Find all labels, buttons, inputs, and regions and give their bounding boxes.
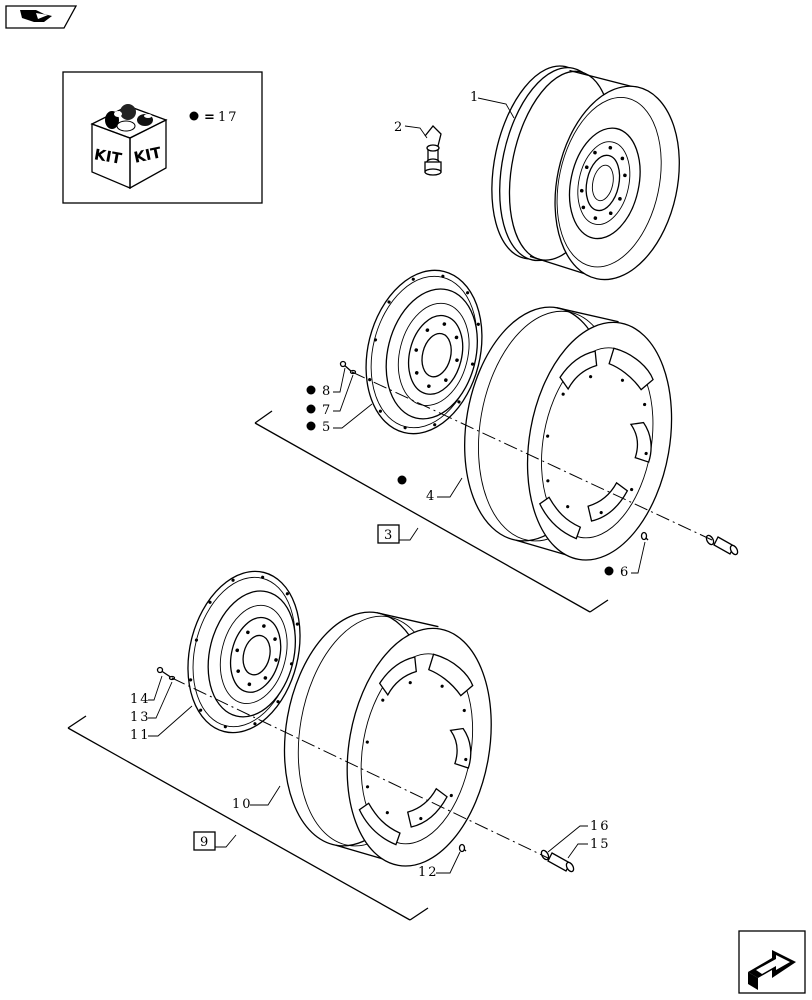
svg-text:14: 14 bbox=[130, 692, 151, 707]
next-nav-button[interactable] bbox=[738, 930, 806, 994]
kit-legend: KIT KIT = 17 bbox=[62, 71, 263, 204]
centre-disc-11 bbox=[187, 570, 301, 734]
callout-15: 15 bbox=[567, 837, 611, 859]
back-tab-button[interactable] bbox=[5, 5, 78, 29]
svg-text:2: 2 bbox=[394, 120, 404, 135]
svg-text:1: 1 bbox=[470, 90, 480, 105]
bolt-12 bbox=[458, 843, 467, 853]
callout-1: 1 bbox=[470, 90, 480, 105]
wheel-bolt-set-3 bbox=[705, 534, 739, 556]
svg-text:4: 4 bbox=[426, 489, 436, 504]
leader-1 bbox=[477, 97, 515, 119]
centre-disc-5 bbox=[365, 269, 483, 435]
group-3-bracket bbox=[254, 410, 609, 613]
callout-14: 14 bbox=[130, 675, 163, 707]
group-9-bracket bbox=[67, 715, 429, 921]
back-arrow-icon bbox=[20, 10, 52, 22]
callout-10: 10 bbox=[232, 785, 281, 812]
callout-16: 16 bbox=[547, 819, 611, 853]
svg-text:6: 6 bbox=[620, 565, 630, 580]
callout-7: 7 bbox=[306, 374, 354, 418]
callout-2: 2 bbox=[394, 120, 404, 135]
axis-line-3 bbox=[351, 371, 713, 541]
rim-4 bbox=[464, 306, 673, 561]
svg-text:5: 5 bbox=[322, 420, 332, 435]
svg-text:13: 13 bbox=[130, 710, 151, 725]
valve-stem bbox=[404, 125, 442, 176]
svg-text:8: 8 bbox=[322, 384, 332, 399]
kit-label-right: KIT bbox=[132, 143, 163, 166]
small-bolt-8-7 bbox=[339, 360, 357, 375]
callout-5: 5 bbox=[306, 403, 373, 435]
svg-text:15: 15 bbox=[590, 837, 611, 852]
kit-equals: = bbox=[204, 110, 217, 125]
wheel-bolt-set-9 bbox=[540, 849, 575, 873]
callout-12: 12 bbox=[418, 851, 461, 880]
axis-line-9 bbox=[171, 677, 549, 859]
rim-10 bbox=[283, 611, 492, 867]
kit-bullet bbox=[189, 111, 199, 121]
svg-text:11: 11 bbox=[130, 728, 151, 743]
callout-8: 8 bbox=[306, 367, 346, 399]
wheel-assembly-1 bbox=[477, 65, 680, 281]
next-arrow-icon bbox=[748, 950, 796, 990]
svg-text:9: 9 bbox=[200, 835, 210, 850]
group-bullet-3 bbox=[397, 475, 407, 485]
callout-11: 11 bbox=[130, 705, 193, 743]
kit-label-left: KIT bbox=[93, 145, 124, 168]
svg-text:10: 10 bbox=[232, 797, 253, 812]
callout-9[interactable]: 9 bbox=[193, 831, 237, 851]
callout-13: 13 bbox=[130, 681, 173, 725]
leader-2 bbox=[404, 125, 428, 139]
callout-3[interactable]: 3 bbox=[377, 524, 419, 544]
svg-text:3: 3 bbox=[384, 528, 394, 543]
callout-4: 4 bbox=[426, 477, 463, 504]
bolt-6 bbox=[640, 531, 649, 541]
kit-ref-17: 17 bbox=[218, 110, 239, 125]
svg-text:16: 16 bbox=[590, 819, 611, 834]
svg-text:12: 12 bbox=[418, 865, 439, 880]
callout-6: 6 bbox=[604, 541, 646, 580]
kit-box-icon: KIT KIT bbox=[90, 104, 168, 190]
svg-text:7: 7 bbox=[322, 403, 332, 418]
small-bolt-14-13 bbox=[156, 666, 176, 681]
